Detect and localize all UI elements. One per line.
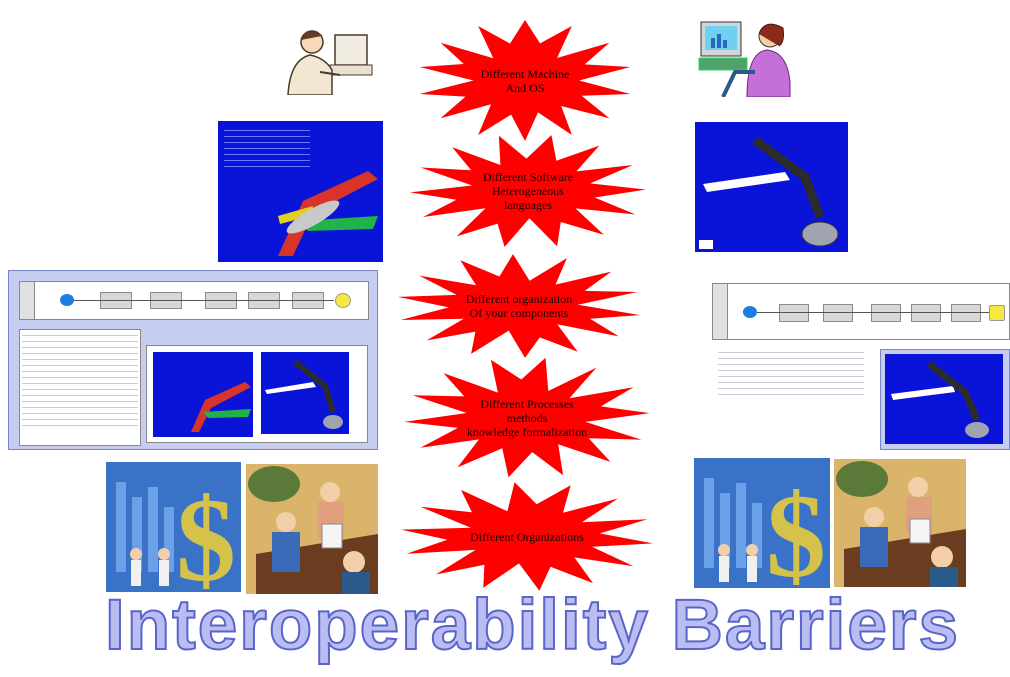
barrier-burst-processes: Different Processes methods knowledge fo… xyxy=(402,355,652,480)
barrier-label: Different organization Of your component… xyxy=(465,292,573,320)
svg-text:$: $ xyxy=(766,469,826,588)
process-model-left xyxy=(8,270,378,450)
meeting-icon xyxy=(834,459,966,587)
airplane-model-screenshot xyxy=(218,121,383,262)
starburst-shape xyxy=(401,482,653,591)
barrier-label: Different Processes methods knowledge fo… xyxy=(466,396,588,439)
barrier-label: Different Software Heterogeneous languag… xyxy=(482,170,574,212)
starburst-shape xyxy=(410,135,646,247)
barrier-burst-organizations: Different Organizations xyxy=(398,480,656,593)
barrier-label: Different Organizations xyxy=(470,529,584,544)
starburst-shape xyxy=(404,357,650,478)
barrier-label: Different Machine And OS xyxy=(480,66,570,95)
starburst-shape xyxy=(397,254,641,358)
barrier-burst-software: Different Software Heterogeneous languag… xyxy=(408,132,648,250)
svg-text:$: $ xyxy=(176,473,236,592)
starburst-shape xyxy=(419,20,631,141)
barrier-burst-components: Different organization Of your component… xyxy=(394,252,644,360)
dollar-chart-icon: $ xyxy=(694,458,830,602)
businessman-computer-icon xyxy=(280,20,375,96)
dollar-chart-icon: $ xyxy=(106,462,241,606)
process-model-right xyxy=(712,283,1010,450)
meeting-icon xyxy=(246,464,378,594)
page-title: Interoperability Barriers xyxy=(104,585,960,666)
barrier-burst-machine: Different Machine And OS xyxy=(415,18,635,143)
woman-computer-icon xyxy=(695,12,800,98)
robot-arm-screenshot xyxy=(695,122,848,252)
